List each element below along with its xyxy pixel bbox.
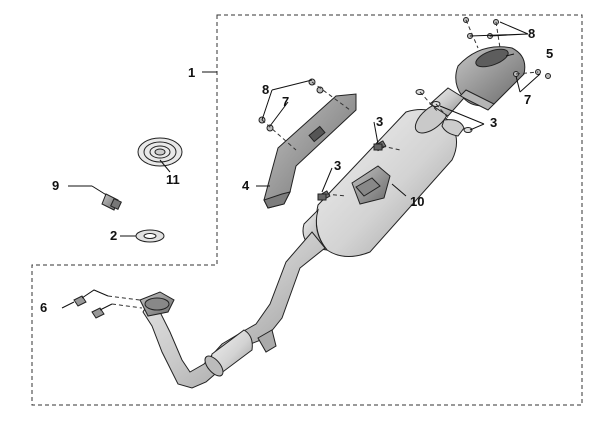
callout-2: 2 [110, 228, 117, 243]
leader-lines [61, 21, 541, 309]
callout-8-right: 8 [528, 26, 535, 41]
callout-7-left: 7 [282, 94, 289, 109]
heat-shield [263, 93, 357, 209]
callout-4: 4 [242, 178, 250, 193]
exhaust-pipe [139, 231, 326, 389]
oxygen-sensor [91, 185, 122, 211]
studs [73, 289, 113, 319]
callout-8-left: 8 [262, 82, 269, 97]
end-cap [455, 46, 526, 111]
exploded-alignment-lines [107, 19, 539, 309]
callout-6: 6 [40, 300, 47, 315]
callout-9: 9 [52, 178, 59, 193]
washer [135, 229, 165, 243]
callout-3-middle: 3 [334, 158, 341, 173]
assembly-boundary-dashed [31, 14, 583, 406]
callout-labels: 1 2 3 3 3 3 4 5 6 7 7 8 8 9 10 11 [40, 26, 553, 315]
callout-3-upper: 3 [376, 114, 383, 129]
callout-3-right: 3 [490, 115, 497, 130]
gasket-coil [137, 137, 183, 167]
callout-10: 10 [410, 194, 424, 209]
callout-5: 5 [546, 46, 553, 61]
callout-1: 1 [188, 65, 195, 80]
callout-11: 11 [166, 172, 180, 187]
callout-7-right: 7 [524, 92, 531, 107]
